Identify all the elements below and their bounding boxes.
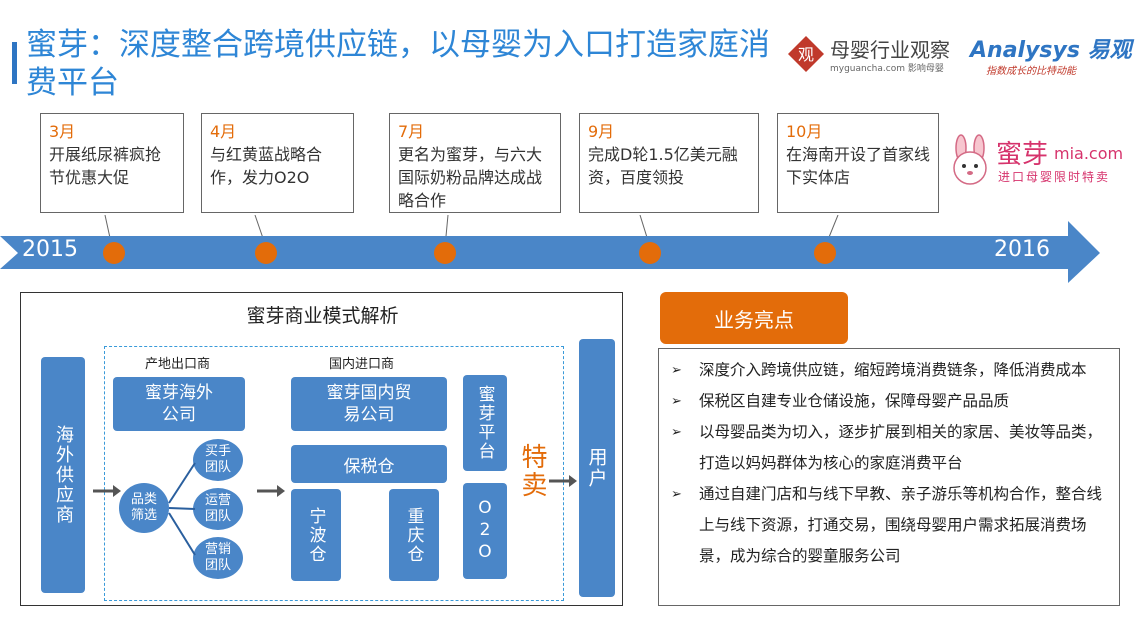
title-accent-bar xyxy=(12,42,17,84)
mia-logo-domain: mia.com xyxy=(1054,144,1124,163)
internal-operations-frame xyxy=(104,346,564,601)
timeline-dot xyxy=(255,242,277,264)
guancha-logo-icon: 观 xyxy=(786,34,826,74)
event-month: 10月 xyxy=(786,122,823,141)
highlight-item: 以母婴品类为切入，逐步扩展到相关的家居、美妆等品类，打造以妈妈群体为核心的家庭消… xyxy=(671,417,1109,479)
mia-logo-slogan: 进口母婴限时特卖 xyxy=(998,170,1111,184)
timeline-arrow xyxy=(0,215,1100,283)
event-text: 在海南开设了首家线下实体店 xyxy=(786,145,931,187)
timeline-dot xyxy=(814,242,836,264)
timeline-dot xyxy=(434,242,456,264)
analysys-logo: Analysys 易观 xyxy=(970,38,1132,63)
operations-team-node: 运营团队 xyxy=(193,488,243,530)
event-callout-5: 10月 在海南开设了首家线下实体店 xyxy=(777,113,939,213)
guancha-logo-text: 母婴行业观察 xyxy=(830,38,950,62)
chongqing-warehouse-node: 重庆仓 xyxy=(389,489,439,581)
event-callout-3: 7月 更名为蜜芽，与六大国际奶粉品牌达成战略合作 xyxy=(389,113,561,213)
user-node: 用户 xyxy=(579,339,615,597)
event-text: 与红黄蓝战略合作，发力O2O xyxy=(210,145,323,187)
timeline-end-year: 2016 xyxy=(994,237,1050,262)
mia-logo-cn: 蜜芽 xyxy=(996,140,1049,170)
domestic-company-node: 蜜芽国内贸易公司 xyxy=(291,377,447,431)
page-title: 蜜芽：深度整合跨境供应链，以母婴为入口打造家庭消费平台 xyxy=(26,27,770,101)
event-text: 完成D轮1.5亿美元融资，百度领投 xyxy=(588,145,738,187)
guancha-logo-subtext: myguancha.com 影响母婴 xyxy=(830,64,944,74)
guancha-icon-glyph: 观 xyxy=(798,45,814,64)
o2o-node: O2O xyxy=(463,483,507,579)
event-callout-4: 9月 完成D轮1.5亿美元融资，百度领投 xyxy=(579,113,759,213)
model-connectors xyxy=(93,462,577,556)
buyer-team-node: 买手团队 xyxy=(193,439,243,481)
domestic-importer-label: 国内进口商 xyxy=(329,357,395,372)
flash-sale-label: 特卖 xyxy=(517,443,547,499)
business-model-diagram: 蜜芽商业模式解析 海外供应商 产地出口商 蜜芽海外公司 品类筛选 买手团队 运营… xyxy=(20,292,623,606)
analysys-slogan: 指数成长的比特动能 xyxy=(986,66,1076,77)
business-highlights-list: 深度介入跨境供应链，缩短跨境消费链条，降低消费成本 保税区自建专业仓储设施，保障… xyxy=(658,348,1120,606)
bunny-icon xyxy=(953,134,987,185)
bonded-warehouse-node: 保税仓 xyxy=(291,445,447,483)
model-title: 蜜芽商业模式解析 xyxy=(246,305,399,327)
business-highlights-button[interactable]: 业务亮点 xyxy=(660,292,848,344)
event-callout-2: 4月 与红黄蓝战略合作，发力O2O xyxy=(201,113,354,213)
timeline-start-year: 2015 xyxy=(22,237,78,262)
overseas-supplier-node: 海外供应商 xyxy=(41,357,85,593)
timeline-dot xyxy=(103,242,125,264)
highlight-item: 保税区自建专业仓储设施，保障母婴产品品质 xyxy=(671,386,1109,417)
mia-logo: 蜜芽 mia.com 进口母婴限时特卖 xyxy=(946,130,1126,190)
mia-platform-node: 蜜芽平台 xyxy=(463,375,507,471)
category-filter-node: 品类筛选 xyxy=(119,483,169,533)
event-callout-1: 3月 开展纸尿裤疯抢节优惠大促 xyxy=(40,113,184,213)
event-month: 7月 xyxy=(398,122,425,141)
event-text: 开展纸尿裤疯抢节优惠大促 xyxy=(49,145,162,187)
event-month: 3月 xyxy=(49,122,76,141)
timeline-dot xyxy=(639,242,661,264)
event-month: 9月 xyxy=(588,122,615,141)
marketing-team-node: 营销团队 xyxy=(193,537,243,579)
highlight-item: 通过自建门店和与线下早教、亲子游乐等机构合作，整合线上与线下资源，打通交易，围绕… xyxy=(671,479,1109,572)
origin-exporter-label: 产地出口商 xyxy=(145,357,211,372)
overseas-company-node: 蜜芽海外公司 xyxy=(113,377,245,431)
ningbo-warehouse-node: 宁波仓 xyxy=(291,489,341,581)
event-month: 4月 xyxy=(210,122,237,141)
event-text: 更名为蜜芽，与六大国际奶粉品牌达成战略合作 xyxy=(398,145,543,210)
highlight-item: 深度介入跨境供应链，缩短跨境消费链条，降低消费成本 xyxy=(671,355,1109,386)
partner-logos: 观 母婴行业观察 myguancha.com 影响母婴 Analysys 易观 … xyxy=(786,28,1132,88)
